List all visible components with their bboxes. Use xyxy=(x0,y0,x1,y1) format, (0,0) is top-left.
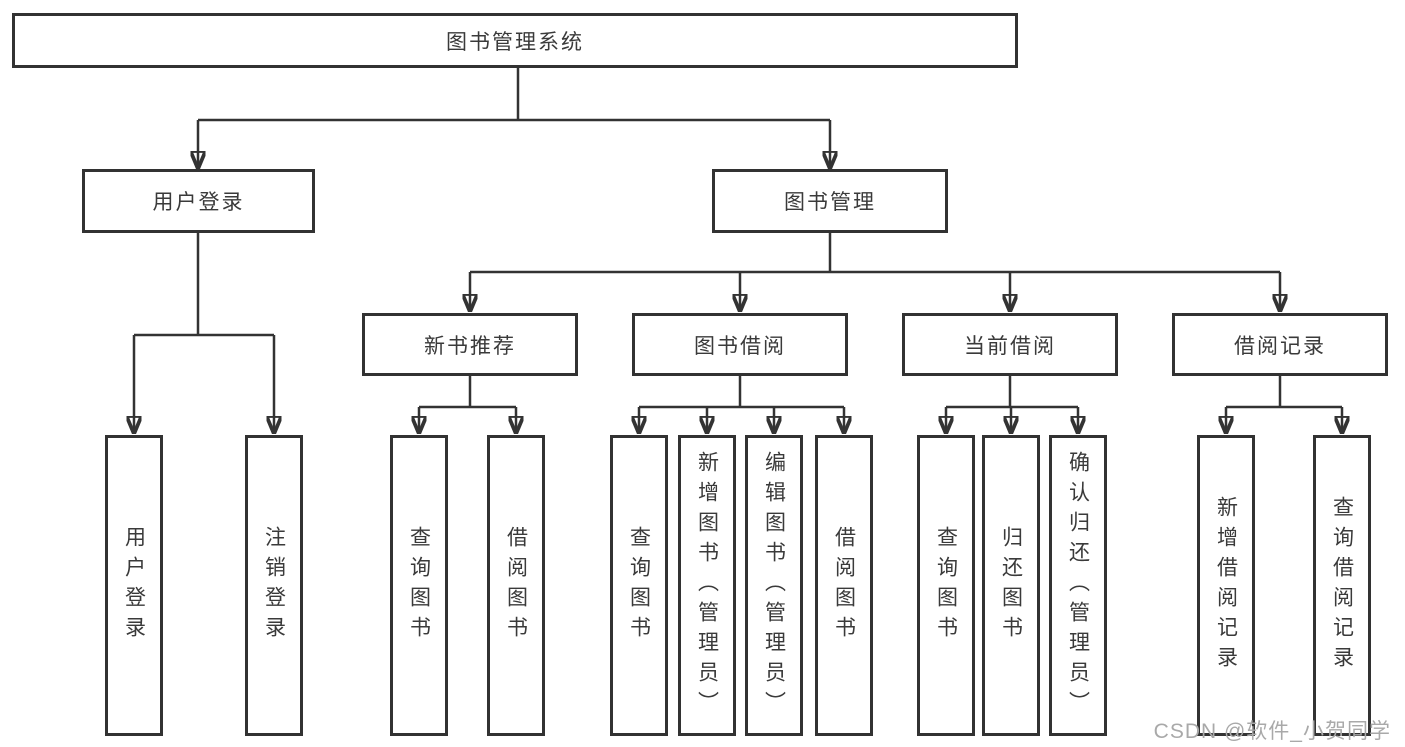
leaf-borrow-books-recommend-label: 借阅图书 xyxy=(504,525,528,646)
leaf-query-books-current: 查询图书 xyxy=(917,435,975,736)
leaf-confirm-return-admin-label: 确认归还（管理员） xyxy=(1066,450,1090,721)
leaf-query-books-recommend-label: 查询图书 xyxy=(407,525,431,646)
node-book-management: 图书管理 xyxy=(712,169,948,233)
node-new-book-recommend: 新书推荐 xyxy=(362,313,578,376)
connector-book-management-trunk xyxy=(470,233,1280,274)
leaf-user-login-label: 用户登录 xyxy=(122,525,146,646)
node-borrow-records: 借阅记录 xyxy=(1172,313,1388,376)
leaf-query-borrow-record: 查询借阅记录 xyxy=(1313,435,1371,736)
node-book-borrow: 图书借阅 xyxy=(632,313,848,376)
leaf-return-book: 归还图书 xyxy=(982,435,1040,736)
connector-user-login-trunk xyxy=(134,233,274,337)
leaf-logout-label: 注销登录 xyxy=(262,525,286,646)
leaf-return-book-label: 归还图书 xyxy=(999,525,1023,646)
node-library-system-label: 图书管理系统 xyxy=(446,30,584,54)
leaf-query-books-borrow-label: 查询图书 xyxy=(627,525,651,646)
leaf-borrow-books-recommend: 借阅图书 xyxy=(487,435,545,736)
leaf-confirm-return-admin: 确认归还（管理员） xyxy=(1049,435,1107,736)
connector-borrow-records-trunk xyxy=(1226,376,1342,409)
node-borrow-records-label: 借阅记录 xyxy=(1234,334,1326,358)
leaf-query-borrow-record-label: 查询借阅记录 xyxy=(1330,495,1354,676)
leaf-add-borrow-record-label: 新增借阅记录 xyxy=(1214,495,1238,676)
leaf-add-book-admin-label: 新增图书（管理员） xyxy=(695,450,719,721)
node-user-login-label: 用户登录 xyxy=(152,191,245,214)
leaf-borrow-books-borrow-label: 借阅图书 xyxy=(832,525,856,646)
node-book-borrow-label: 图书借阅 xyxy=(694,334,786,358)
leaf-add-book-admin: 新增图书（管理员） xyxy=(678,435,736,736)
leaf-user-login: 用户登录 xyxy=(105,435,163,736)
node-library-system: 图书管理系统 xyxy=(12,13,1018,68)
leaf-add-borrow-record: 新增借阅记录 xyxy=(1197,435,1255,736)
node-new-book-recommend-label: 新书推荐 xyxy=(424,334,516,358)
watermark: CSDN @软件_小贺同学 xyxy=(1153,720,1391,743)
leaf-logout: 注销登录 xyxy=(245,435,303,736)
connector-root-trunk xyxy=(198,68,830,122)
leaf-query-books-recommend: 查询图书 xyxy=(390,435,448,736)
node-current-borrow: 当前借阅 xyxy=(902,313,1118,376)
leaf-query-books-borrow: 查询图书 xyxy=(610,435,668,736)
leaf-query-books-current-label: 查询图书 xyxy=(934,525,958,646)
node-user-login: 用户登录 xyxy=(82,169,315,233)
leaf-edit-book-admin-label: 编辑图书（管理员） xyxy=(762,450,786,721)
connector-new-book-recommend-trunk xyxy=(419,376,516,409)
connector-book-borrow-trunk xyxy=(639,376,844,409)
leaf-borrow-books-borrow: 借阅图书 xyxy=(815,435,873,736)
node-book-management-label: 图书管理 xyxy=(784,191,876,214)
node-current-borrow-label: 当前借阅 xyxy=(964,334,1056,358)
connector-current-borrow-trunk xyxy=(946,376,1078,409)
leaf-edit-book-admin: 编辑图书（管理员） xyxy=(745,435,803,736)
